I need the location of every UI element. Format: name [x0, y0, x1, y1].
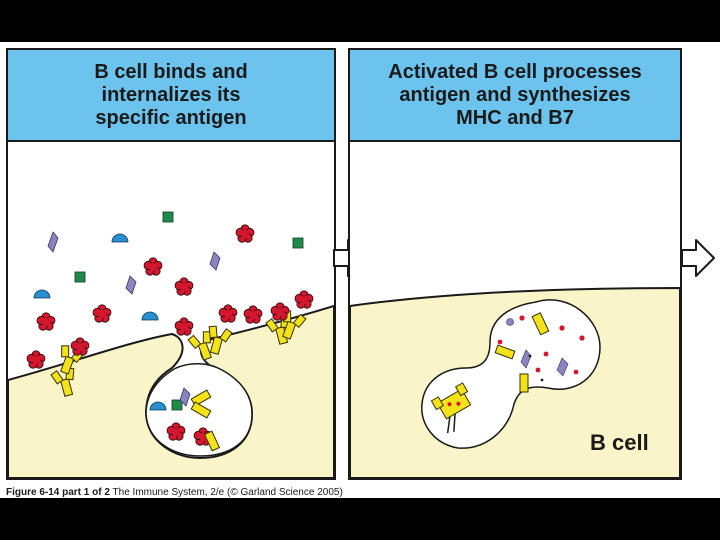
- panel-processing-title-line-2: antigen and synthesizes: [399, 83, 631, 106]
- panel-binding-header: B cell binds and internalizes its specif…: [8, 50, 334, 142]
- free-antigen-red: [174, 277, 194, 296]
- antigen-fragment: [543, 351, 549, 357]
- panel-binding-title-line-1: B cell binds and: [94, 60, 248, 83]
- b-cell-label: B cell: [590, 430, 649, 455]
- free-antigen-blue: [111, 233, 129, 243]
- antigen-fragment: [559, 325, 565, 331]
- internalized-receptor-complex: [430, 382, 472, 434]
- figure-reference: Figure 6-14 part 1 of 2: [6, 487, 110, 498]
- receptor-fragment: [494, 344, 516, 360]
- internalized-antigen: [179, 387, 191, 407]
- panel-processing-title-line-3: MHC and B7: [456, 106, 574, 129]
- internalized-antigen: [149, 401, 167, 411]
- free-antigen-blue: [33, 289, 51, 299]
- internalized-antigen: [171, 399, 183, 411]
- panel-processing: Activated B cell processes antigen and s…: [348, 48, 682, 480]
- free-antigen-red: [36, 312, 56, 331]
- receptor-fragment: [519, 373, 529, 393]
- free-antigen-red: [235, 224, 255, 243]
- antigen-fragment: [506, 318, 514, 326]
- free-antigen-purple: [209, 251, 221, 271]
- free-antigen-purple: [47, 231, 59, 253]
- free-antigen-red: [92, 304, 112, 323]
- processing-vesicle: [421, 299, 601, 449]
- processing-scene: [350, 286, 680, 478]
- free-antigen-blue: [141, 311, 159, 321]
- antigen-fragment: [535, 367, 541, 373]
- panel-binding: B cell binds and internalizes its specif…: [6, 48, 336, 480]
- free-antigen-green: [74, 271, 86, 283]
- panel-binding-title-line-3: specific antigen: [95, 106, 247, 129]
- binding-scene: [8, 211, 334, 478]
- receptor-fragment: [531, 312, 550, 336]
- free-antigen-purple: [125, 275, 137, 295]
- next-step-arrow-icon: [681, 239, 715, 277]
- panel-processing-title-line-1: Activated B cell processes: [388, 60, 642, 83]
- antigen-fragment: [497, 339, 503, 345]
- slide: B cell binds and internalizes its specif…: [0, 42, 720, 498]
- antigen-fragment: [540, 378, 544, 382]
- figure-source: The Immune System, 2/e (© Garland Scienc…: [112, 487, 343, 498]
- antigen-fragment: [520, 349, 532, 369]
- antigen-fragment: [519, 315, 525, 321]
- figure-caption: Figure 6-14 part 1 of 2 The Immune Syste…: [6, 487, 343, 498]
- free-antigen-red: [143, 257, 163, 276]
- panel-processing-header: Activated B cell processes antigen and s…: [350, 50, 680, 142]
- antigen-fragment: [528, 354, 532, 358]
- panel-binding-title-line-2: internalizes its: [101, 83, 241, 106]
- antigen-fragment: [573, 369, 579, 375]
- antigen-fragment: [556, 357, 569, 377]
- free-antigen-red: [294, 290, 314, 309]
- free-antigen-green: [162, 211, 174, 223]
- free-antigen-green: [292, 237, 304, 249]
- antigen-fragment: [579, 335, 585, 341]
- internalized-receptor: [190, 389, 221, 452]
